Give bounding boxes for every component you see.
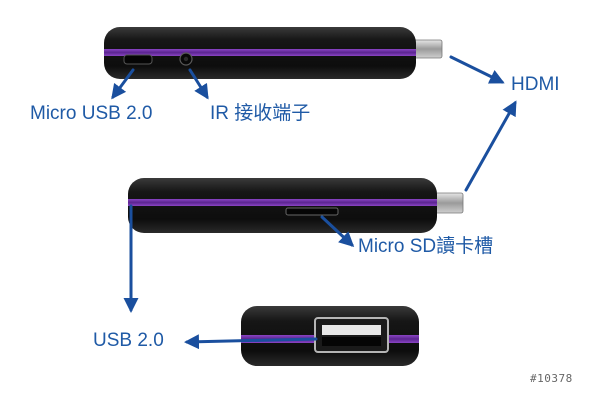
label-micro-sd-slot: Micro SD讀卡槽	[358, 236, 494, 257]
label-usb: USB 2.0	[93, 330, 164, 351]
micro-sd-slot	[285, 207, 339, 216]
device-middle-side-view	[128, 178, 464, 233]
arrow-usb-horizontal	[184, 334, 318, 350]
device-top-side-view	[104, 27, 443, 79]
image-id-watermark: #10378	[530, 372, 573, 385]
ir-receiver-inner	[183, 56, 189, 62]
arrow-hdmi-top	[449, 55, 505, 84]
callout-arrows	[111, 55, 517, 350]
device-bottom-end-view	[241, 306, 419, 366]
arrow-micro-usb	[111, 68, 135, 100]
arrow-micro-sd	[320, 215, 355, 248]
label-micro-usb: Micro USB 2.0	[30, 103, 153, 124]
purple-stripe-top	[104, 49, 416, 56]
usb-port-cavity	[322, 337, 381, 346]
arrow-hdmi-middle	[464, 100, 517, 192]
label-hdmi: HDMI	[511, 74, 560, 95]
micro-usb-port	[123, 54, 153, 65]
arrow-ir	[188, 68, 209, 100]
label-ir-receiver: IR 接收端子	[210, 103, 311, 124]
usb-port-tongue	[322, 325, 381, 335]
purple-stripe-middle	[128, 199, 437, 206]
